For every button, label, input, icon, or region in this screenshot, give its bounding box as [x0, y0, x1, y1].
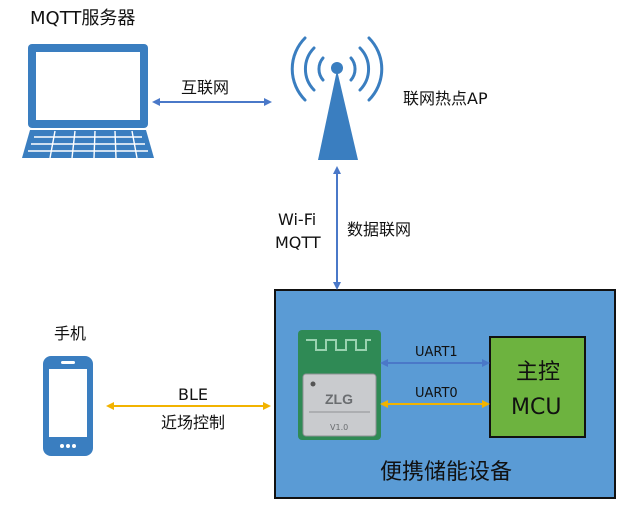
mcu-line1-label: 主控 [516, 360, 561, 385]
device-label: 便携储能设备 [380, 460, 513, 485]
antenna-icon [290, 36, 384, 160]
ble-label: BLE [178, 385, 208, 404]
phone-icon [43, 356, 93, 456]
module-version-label: V1.0 [330, 423, 349, 432]
mcu-box [489, 336, 586, 438]
server-label: MQTT服务器 [30, 8, 136, 29]
module-logo: ZLG [325, 391, 353, 407]
wifi-label: Wi-Fi [278, 210, 317, 229]
internet-label: 互联网 [181, 78, 230, 97]
wireless-module: ZLG [298, 330, 381, 440]
mqtt-label: MQTT [275, 233, 321, 252]
uart0-label: UART0 [415, 386, 458, 401]
phone-label: 手机 [54, 324, 87, 343]
mcu-line2-label: MCU [511, 395, 562, 420]
data-link-label: 数据联网 [347, 220, 412, 239]
near-field-label: 近场控制 [161, 413, 226, 432]
computer-icon [22, 44, 154, 159]
uart1-label: UART1 [415, 345, 458, 360]
hotspot-label: 联网热点AP [403, 89, 488, 108]
